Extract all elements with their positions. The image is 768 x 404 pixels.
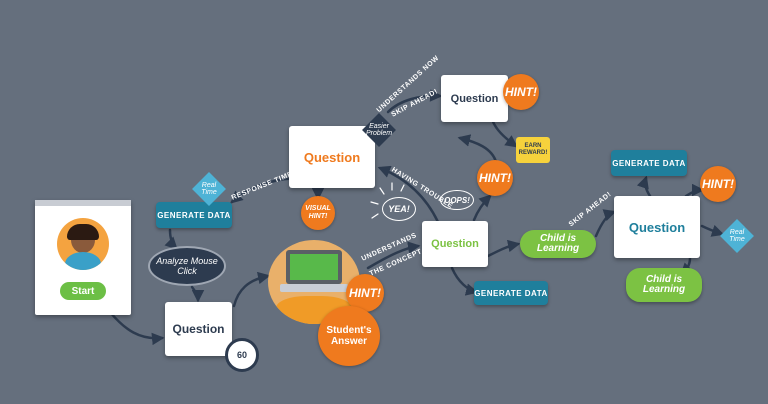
arrow-diamond-to-q3	[386, 89, 443, 114]
arrow-gen1-to-analyze	[164, 228, 178, 250]
question-box-3: Question	[441, 75, 508, 122]
yea-badge: YEA!	[382, 197, 416, 221]
student-avatar	[57, 218, 109, 270]
arrow-q5-to-gen3	[636, 175, 652, 198]
analyze-label: Analyze Mouse Click	[156, 256, 218, 276]
arrow-q4-to-q2	[377, 165, 440, 224]
generate-data-box-3: GENERATE DATA	[611, 150, 687, 176]
arrow-analyze-to-q1	[190, 285, 205, 303]
laptop-icon	[286, 250, 342, 284]
question-box-4: Question	[422, 221, 488, 267]
arrow-q2-to-gen1	[230, 176, 298, 204]
question-box-5: Question	[614, 196, 700, 258]
arrow-answer-to-q4	[366, 241, 421, 270]
hint-badge-top: HINT!	[503, 74, 539, 110]
child-learning-badge-2: Child is Learning	[626, 268, 702, 302]
visual-hint-badge: VISUAL HINT!	[301, 196, 335, 230]
student-card: Start	[35, 200, 131, 315]
hint-badge-student: HINT!	[346, 274, 384, 312]
celebration-burst	[370, 182, 405, 219]
start-button[interactable]: Start	[60, 282, 106, 300]
generate-data-box-1: GENERATE DATA	[156, 202, 232, 228]
timer-value: 60	[236, 350, 247, 360]
students-answer-badge: Student's Answer	[318, 306, 380, 366]
generate-data-box-2: GENERATE DATA	[474, 281, 548, 305]
arrow-start-to-q1	[108, 310, 165, 346]
child-learning-badge-1: Child is Learning	[520, 230, 596, 258]
earn-reward-badge: EARN REWARD!	[516, 137, 550, 163]
analyze-mouse-click-badge: Analyze Mouse Click	[148, 246, 226, 286]
hint-badge-mid: HINT!	[477, 160, 513, 196]
arrow-q4-to-hint	[472, 194, 492, 222]
arrow-q4-to-learning	[486, 239, 521, 258]
arrow-q5-to-realtime	[700, 224, 725, 237]
hint-badge-right: HINT!	[700, 166, 736, 202]
timer-icon: 60	[225, 338, 259, 372]
card-top-bar	[35, 200, 131, 206]
arrow-q1-to-answer	[232, 271, 271, 308]
arrow-hint-to-q3	[457, 134, 498, 164]
question-box-1: Question	[165, 302, 232, 356]
question-box-2: Question	[289, 126, 375, 188]
oops-badge: OOPS!	[440, 190, 474, 210]
arrow-learning-to-q5	[594, 209, 617, 238]
arrow-q4-to-gen2	[450, 266, 479, 296]
